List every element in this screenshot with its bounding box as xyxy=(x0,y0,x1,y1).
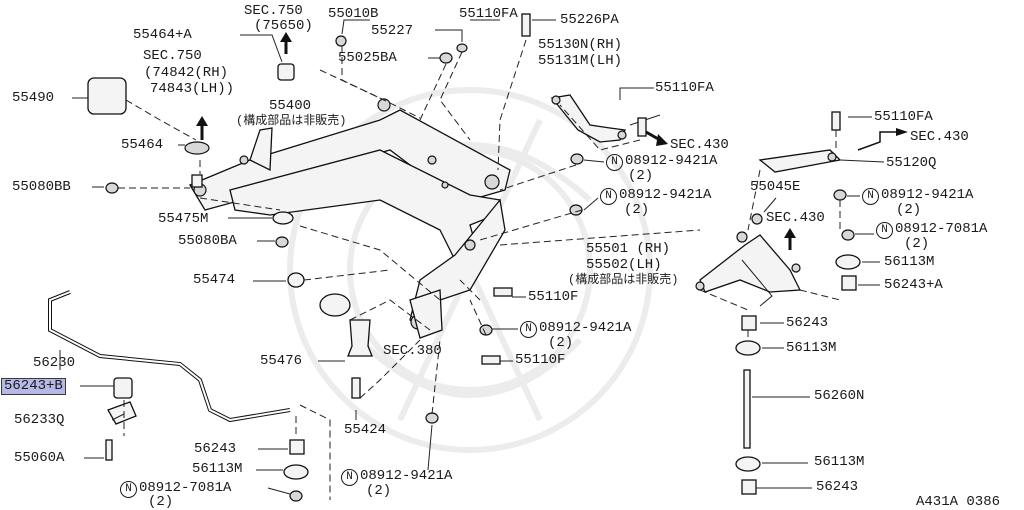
label-55080BB: 55080BB xyxy=(12,179,71,195)
label-56243-l: 56243 xyxy=(194,441,237,457)
label-55464: 55464 xyxy=(121,137,164,153)
label-08912-7081A-left: 08912-7081A xyxy=(139,480,232,496)
label-56243B-highlighted[interactable]: 56243+B xyxy=(1,378,66,395)
rear-suspension-member xyxy=(189,98,511,339)
label-55110FA-mid: 55110FA xyxy=(655,80,714,96)
label-55110F-1: 55110F xyxy=(528,289,579,305)
label-55476: 55476 xyxy=(260,353,303,369)
small-parts xyxy=(87,13,908,502)
label-08912-9421A-4: 08912-9421A xyxy=(539,320,632,336)
label-55080BA: 55080BA xyxy=(178,233,237,249)
label-08912-9421A-1: 08912-9421A xyxy=(625,153,718,169)
label-55110FA-right: 55110FA xyxy=(874,109,933,125)
label-55400-note: (構成部品は非販売) xyxy=(236,114,347,128)
label-sec430-c: SEC.430 xyxy=(766,210,825,226)
label-08912-7081A-right-qty: (2) xyxy=(904,236,930,252)
label-sec750-b-rh: (74842(RH) xyxy=(144,65,229,81)
label-sec750-b-lh: 74843(LH)) xyxy=(150,81,235,97)
circle-n-icon: N xyxy=(520,321,537,338)
label-08912-9421A-2-qty: (2) xyxy=(624,202,650,218)
label-56233Q: 56233Q xyxy=(14,412,65,428)
label-sec750-a: SEC.750 xyxy=(244,3,303,19)
label-56113M-l: 56113M xyxy=(192,461,243,477)
label-55475M: 55475M xyxy=(158,211,209,227)
label-55110F-2: 55110F xyxy=(515,352,566,368)
circle-n-icon: N xyxy=(120,481,137,498)
dashed-lines xyxy=(118,39,841,500)
label-55226PA: 55226PA xyxy=(560,12,619,28)
label-55010B: 55010B xyxy=(328,6,379,22)
label-08912-7081A-left-qty: (2) xyxy=(148,494,174,510)
label-55474: 55474 xyxy=(193,272,236,288)
label-sec750-a-sub: (75650) xyxy=(254,18,313,34)
circle-n-icon: N xyxy=(600,188,617,205)
label-56243-r2: 56243 xyxy=(816,479,859,495)
label-55120Q: 55120Q xyxy=(886,155,937,171)
label-55110FA-top: 55110FA xyxy=(459,6,518,22)
label-56113M-r2: 56113M xyxy=(786,340,837,356)
label-08912-9421A-4-qty: (2) xyxy=(548,335,574,351)
label-sec380: SEC.380 xyxy=(383,343,442,359)
label-08912-9421A-3: 08912-9421A xyxy=(881,187,974,203)
label-55502-note: (構成部品は非販売) xyxy=(568,273,679,287)
stabilizer-bar xyxy=(48,290,291,423)
label-08912-7081A-right: 08912-7081A xyxy=(895,221,988,237)
label-55464A: 55464+A xyxy=(133,27,192,43)
label-sec430-b: SEC.430 xyxy=(910,129,969,145)
label-56260N: 56260N xyxy=(814,388,865,404)
circle-n-icon: N xyxy=(606,154,623,171)
circle-n-icon: N xyxy=(341,469,358,486)
label-sec430-a: SEC.430 xyxy=(670,137,729,153)
label-sec750-b: SEC.750 xyxy=(143,48,202,64)
diagram-reference-code: A431A 0386 xyxy=(916,494,1001,510)
lower-arm xyxy=(695,231,802,293)
label-56113M-r3: 56113M xyxy=(814,454,865,470)
label-55400: 55400 xyxy=(269,98,312,114)
label-08912-9421A-5: 08912-9421A xyxy=(360,468,453,484)
label-55045E: 55045E xyxy=(750,179,801,195)
label-08912-9421A-2: 08912-9421A xyxy=(619,187,712,203)
circle-n-icon: N xyxy=(862,188,879,205)
label-55130N: 55130N(RH) xyxy=(538,37,623,53)
label-55490: 55490 xyxy=(12,90,55,106)
label-08912-9421A-3-qty: (2) xyxy=(896,202,922,218)
lower-link xyxy=(758,149,842,173)
label-55424: 55424 xyxy=(344,422,387,438)
label-55501: 55501 (RH) xyxy=(586,241,671,257)
label-56243A: 56243+A xyxy=(884,277,943,293)
label-56243-r1: 56243 xyxy=(786,315,829,331)
label-08912-9421A-1-qty: (2) xyxy=(628,168,654,184)
circle-n-icon: N xyxy=(876,222,893,239)
label-55227: 55227 xyxy=(371,23,414,39)
label-56230: 56230 xyxy=(33,355,76,371)
label-56113M-r1: 56113M xyxy=(884,254,935,270)
label-55502: 55502(LH) xyxy=(586,257,662,273)
label-55060A: 55060A xyxy=(14,450,65,466)
leader-lines xyxy=(59,19,885,495)
label-55025BA: 55025BA xyxy=(338,50,397,66)
label-08912-9421A-5-qty: (2) xyxy=(366,483,392,499)
label-55131M: 55131M(LH) xyxy=(538,53,623,69)
